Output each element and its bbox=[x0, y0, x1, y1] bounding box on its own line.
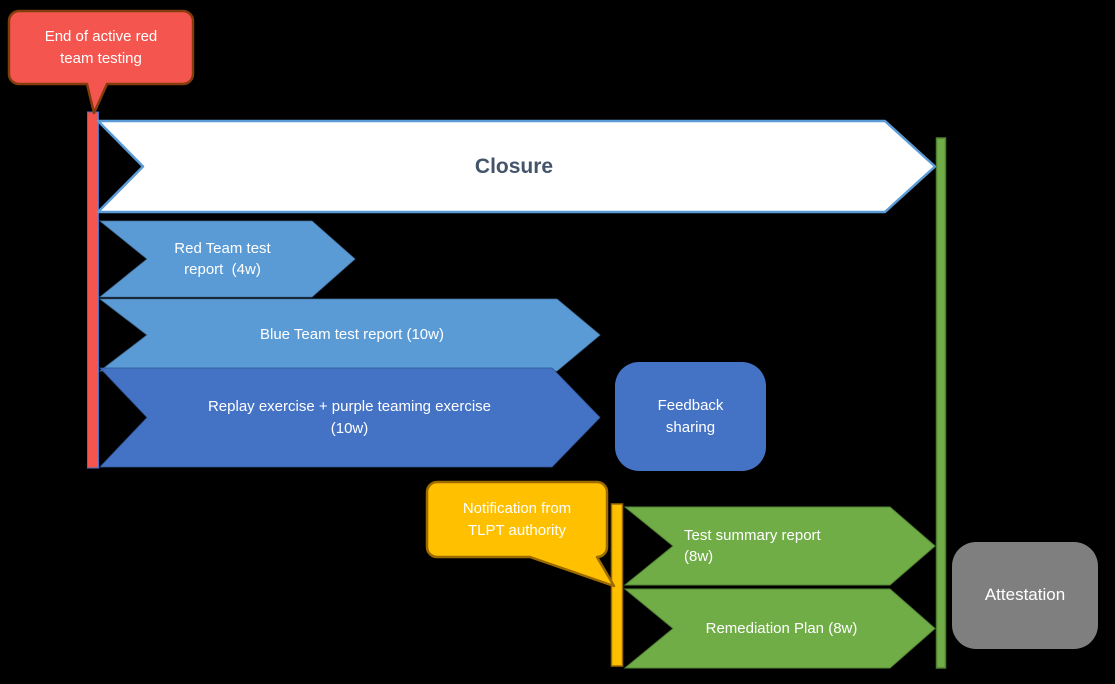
closure-arrow-shape bbox=[96, 119, 937, 214]
tlpt-notification-callout-shape bbox=[425, 480, 616, 588]
remediation-plan-arrow-shape bbox=[623, 588, 936, 669]
green-milestone-line bbox=[935, 137, 947, 669]
end-red-team-callout-shape bbox=[7, 9, 195, 115]
test-summary-report-arrow-shape bbox=[623, 506, 936, 586]
blue-team-report-arrow-shape bbox=[98, 298, 601, 372]
attestation-box-shape bbox=[952, 542, 1098, 649]
red-milestone-line bbox=[87, 111, 99, 469]
replay-exercise-arrow-shape bbox=[99, 367, 601, 468]
red-team-report-arrow-shape bbox=[98, 220, 356, 298]
feedback-sharing-box-shape bbox=[615, 362, 766, 471]
